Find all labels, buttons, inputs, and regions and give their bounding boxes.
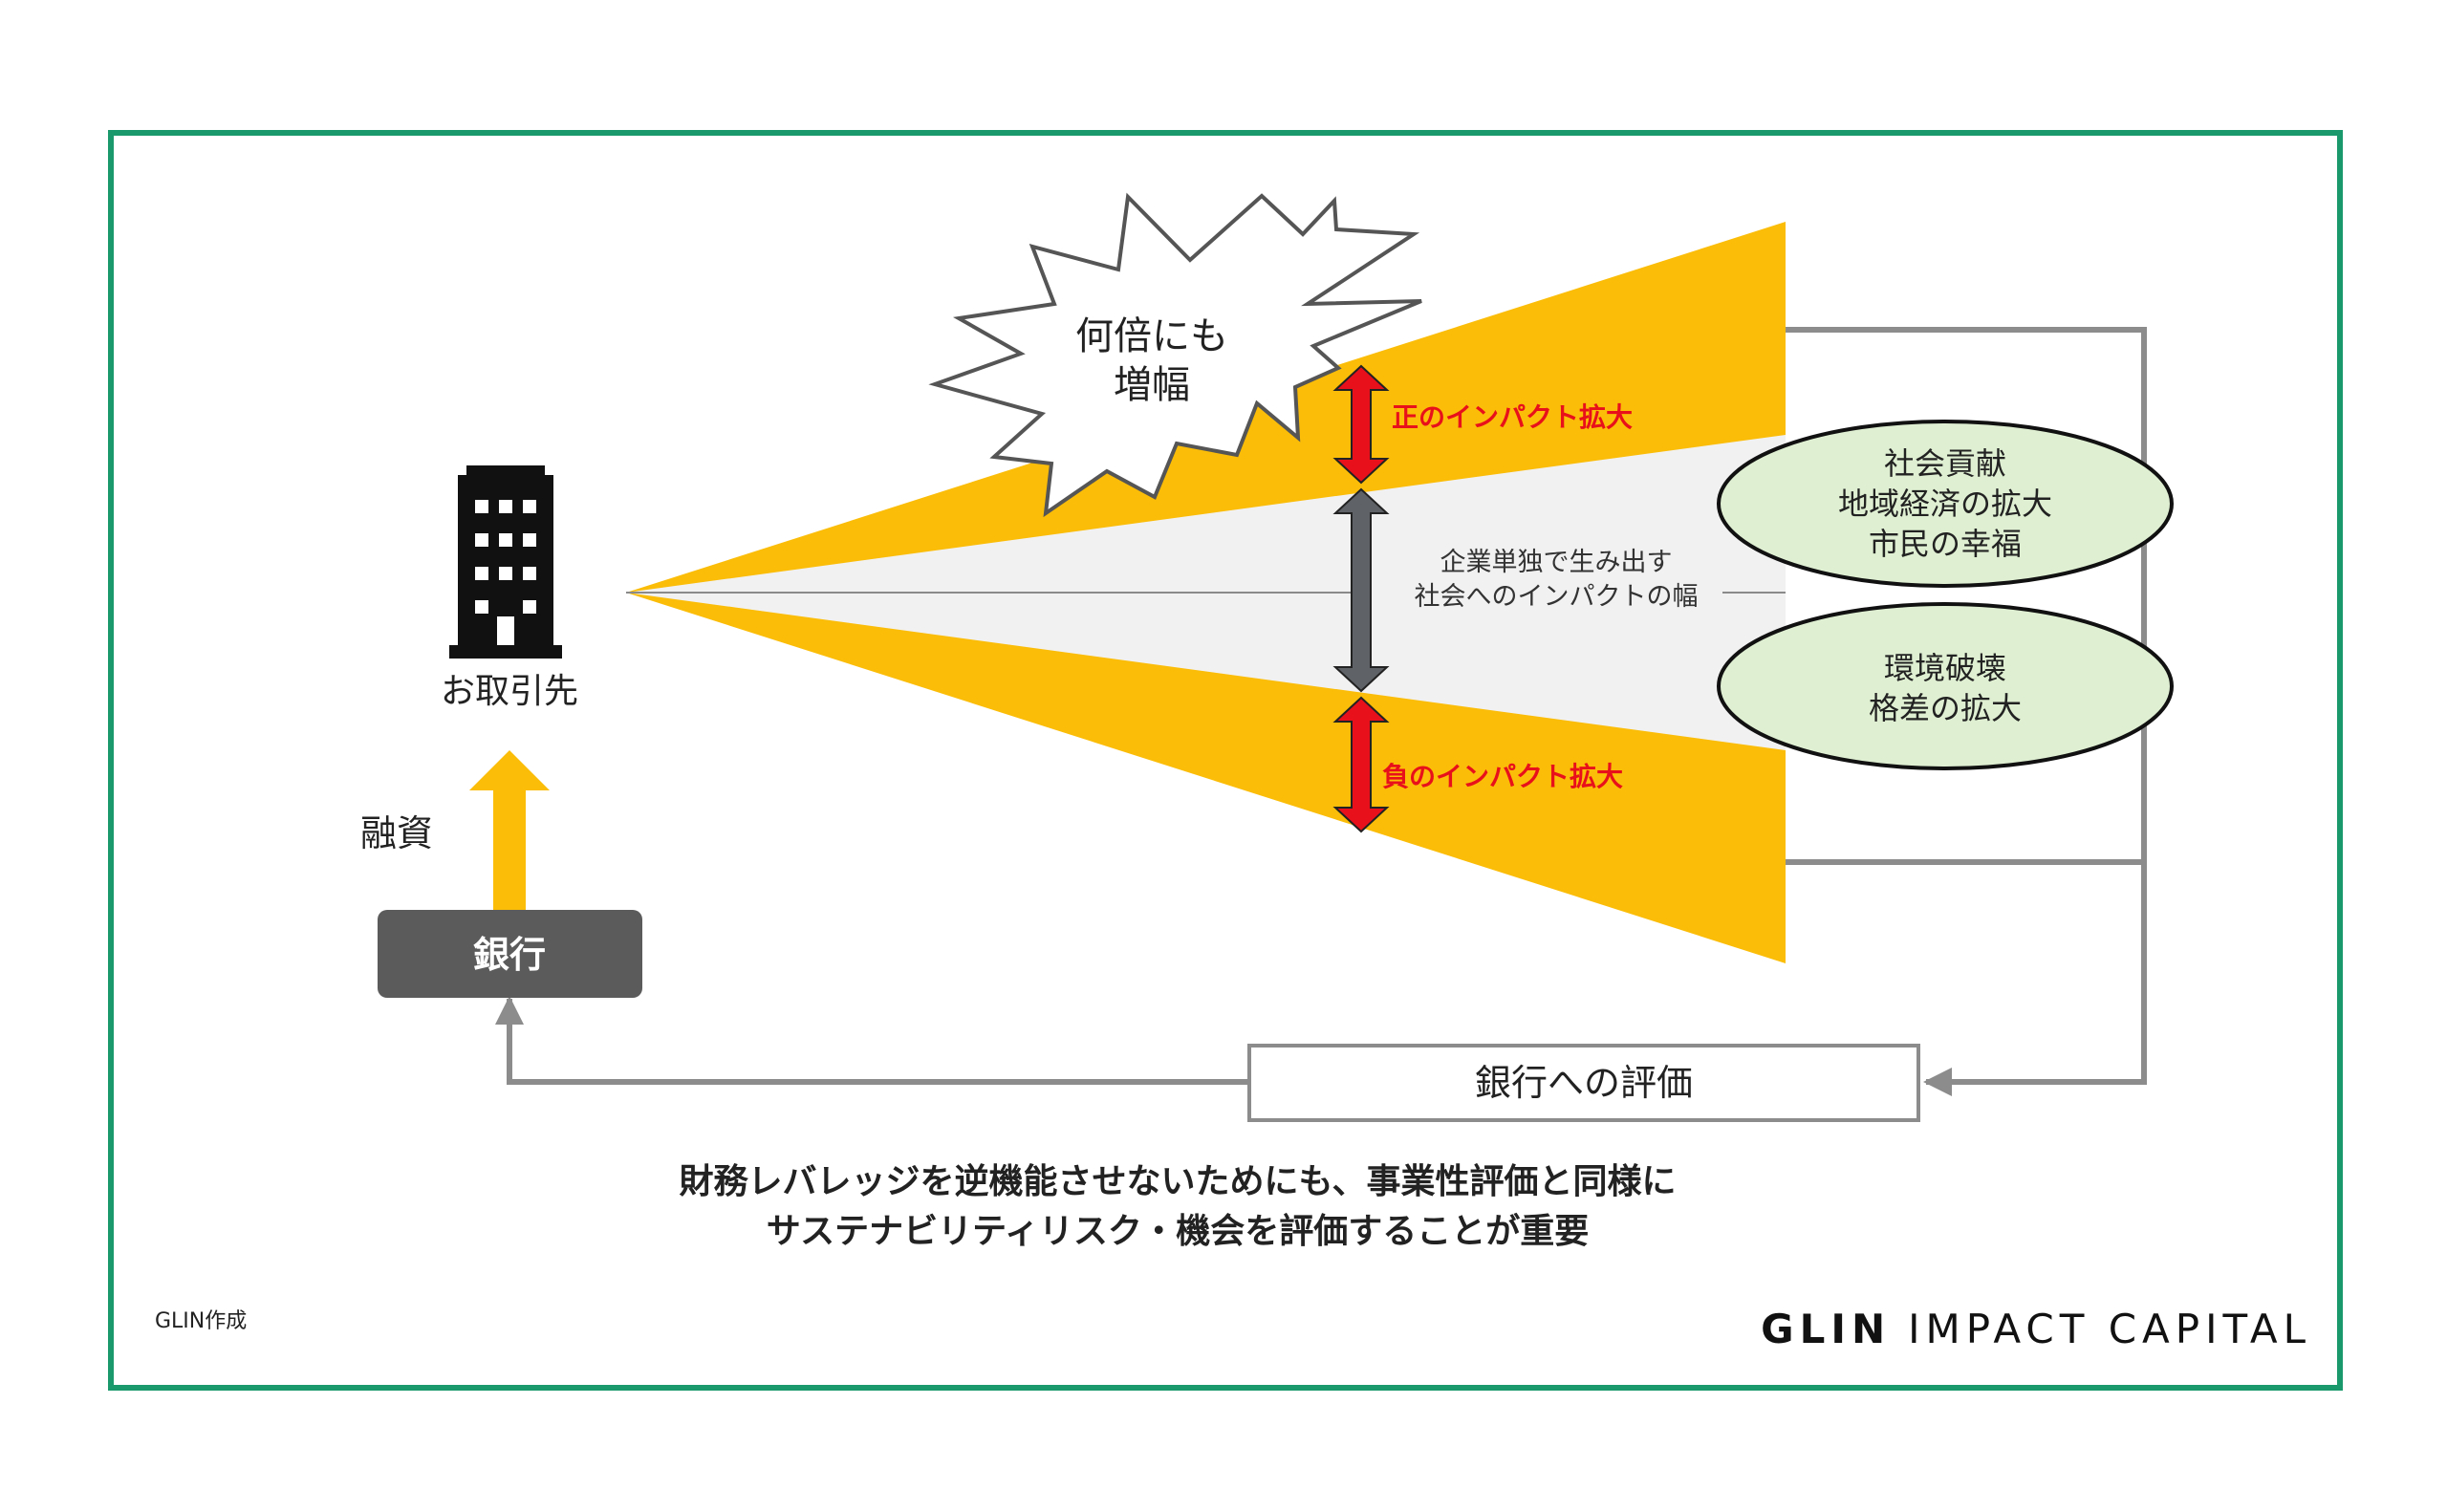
building-icon — [449, 465, 562, 659]
conclusion-line1: 財務レバレッジを逆機能させないためにも、事業性評価と同様に — [680, 1162, 1677, 1201]
company-impact-text-line1: 企業単独で生み出す — [1440, 548, 1673, 577]
client-label: お取引先 — [441, 672, 578, 711]
positive-outcome-3: 市民の幸福 — [1869, 526, 2022, 562]
financing-label: 融資 — [360, 812, 433, 854]
negative-impact-label: 負のインパクト拡大 — [1382, 761, 1623, 792]
company-impact-arrow — [1332, 487, 1390, 693]
negative-outcome-1: 環境破壊 — [1884, 650, 2006, 686]
bank-label: 銀行 — [473, 934, 546, 976]
amplify-burst — [928, 192, 1422, 518]
negative-outcome-2: 格差の拡大 — [1869, 690, 2022, 726]
outer-frame — [108, 130, 2343, 1391]
bank-box — [378, 910, 642, 998]
brand-bold: GLIN — [1761, 1306, 1891, 1352]
positive-outcome-2: 地域経済の拡大 — [1838, 486, 2052, 522]
burst-text-line2: 増幅 — [1114, 363, 1190, 407]
negative-outcomes-ellipse — [1717, 602, 2174, 770]
brand-rest: IMPACT CAPITAL — [1908, 1306, 2311, 1352]
brand-logo: GLIN IMPACT CAPITAL — [1761, 1306, 2311, 1352]
positive-impact-label: 正のインパクト拡大 — [1392, 401, 1633, 433]
source-note: GLIN作成 — [155, 1309, 247, 1333]
burst-text-line1: 何倍にも — [1075, 314, 1228, 358]
positive-impact-arrow — [1332, 364, 1390, 485]
conclusion-line2: サステナビリティリスク・機会を評価することが重要 — [767, 1212, 1589, 1251]
negative-impact-arrow — [1332, 696, 1390, 833]
evaluation-label: 銀行への評価 — [1475, 1062, 1693, 1104]
evaluation-box — [1247, 1044, 1920, 1122]
financing-arrow — [469, 750, 550, 913]
company-impact-text-line2: 社会へのインパクトの幅 — [1415, 582, 1699, 612]
positive-outcomes-ellipse — [1717, 420, 2174, 588]
positive-outcome-1: 社会貢献 — [1884, 445, 2006, 482]
evaluation-to-bank-arrow — [495, 996, 1249, 1085]
